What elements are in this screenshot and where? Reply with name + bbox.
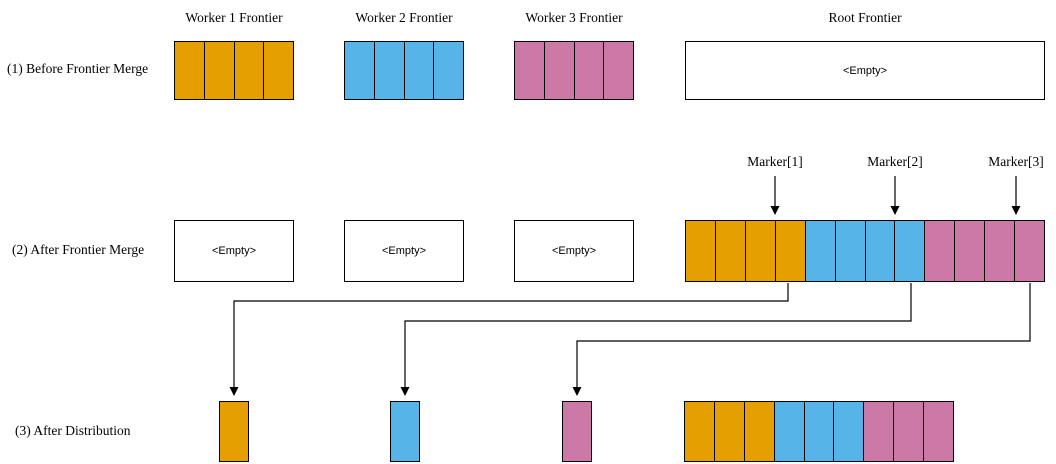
distribution-connector-1 (229, 283, 789, 396)
frontier-cell-blue (804, 402, 835, 461)
frontier-cell-pink (604, 42, 633, 99)
frontier-cell-orange (264, 42, 293, 99)
frontier-cell-pink (955, 221, 986, 281)
root-frontier-box-merged (685, 220, 1045, 282)
frontier-cell-pink (985, 221, 1016, 281)
frontier-cell-pink (1015, 221, 1045, 281)
frontier-cell-orange (715, 221, 746, 281)
marker-1-label: Marker[1] (747, 154, 803, 169)
frontier-cell-pink (864, 402, 895, 461)
frontier-cell-pink (544, 42, 575, 99)
frontier-cell-blue (391, 402, 419, 461)
worker-2-frontier-box-distributed (390, 401, 420, 462)
worker-3-frontier-title: Worker 3 Frontier (525, 10, 623, 25)
worker-3-frontier-box-distributed (562, 401, 592, 462)
worker-1-frontier-box-distributed (219, 401, 249, 462)
marker-3-label: Marker[3] (988, 154, 1044, 169)
frontier-cell-orange (220, 402, 248, 461)
phase-label-after-distribution: (3) After Distribution (15, 423, 131, 438)
frontier-cell-orange (685, 402, 715, 461)
frontier-cell-orange (714, 402, 745, 461)
root-frontier-box-distributed (684, 401, 954, 462)
frontier-cell-orange (745, 221, 776, 281)
frontier-cell-blue (345, 42, 375, 99)
frontier-cell-blue (865, 221, 896, 281)
frontier-cell-pink (924, 402, 954, 461)
worker-1-frontier-box-before (174, 41, 294, 100)
worker-2-frontier-box-before (344, 41, 464, 100)
worker-3-frontier-box-before (514, 41, 634, 100)
frontier-cell-orange (775, 221, 806, 281)
frontier-cell-blue (404, 42, 435, 99)
distribution-connector-2 (400, 283, 912, 396)
frontier-cell-pink (563, 402, 591, 461)
root-empty-value: <Empty> (842, 64, 888, 77)
root-frontier-box-before: <Empty> (685, 41, 1045, 100)
marker-2-label: Marker[2] (867, 154, 923, 169)
phase-label-before-merge: (1) Before Frontier Merge (7, 61, 149, 76)
frontier-cell-pink (894, 402, 925, 461)
root-frontier-title: Root Frontier (828, 10, 902, 25)
frontier-cell-blue (895, 221, 926, 281)
frontier-cell-pink (574, 42, 605, 99)
frontier-cell-blue (835, 221, 866, 281)
frontier-cell-blue (434, 42, 463, 99)
worker-2-empty-value: <Empty> (381, 245, 427, 257)
worker-2-frontier-title: Worker 2 Frontier (355, 10, 453, 25)
frontier-cell-blue (774, 402, 805, 461)
frontier-cell-orange (204, 42, 235, 99)
frontier-cell-blue (805, 221, 836, 281)
frontier-cell-pink (515, 42, 545, 99)
phase-label-after-merge: (2) After Frontier Merge (12, 242, 145, 257)
frontier-cell-orange (744, 402, 775, 461)
frontier-cell-blue (374, 42, 405, 99)
frontier-cell-blue (834, 402, 865, 461)
worker-1-empty-value: <Empty> (211, 245, 257, 257)
frontier-cell-pink (925, 221, 956, 281)
frontier-cell-orange (234, 42, 265, 99)
worker-1-frontier-box-merged: <Empty> (174, 220, 294, 282)
worker-2-frontier-box-merged: <Empty> (344, 220, 464, 282)
frontier-cell-orange (686, 221, 716, 281)
frontier-cell-orange (175, 42, 205, 99)
distribution-connector-3 (572, 283, 1031, 396)
worker-1-frontier-title: Worker 1 Frontier (185, 10, 283, 25)
worker-3-frontier-box-merged: <Empty> (514, 220, 634, 282)
worker-3-empty-value: <Empty> (551, 245, 597, 257)
